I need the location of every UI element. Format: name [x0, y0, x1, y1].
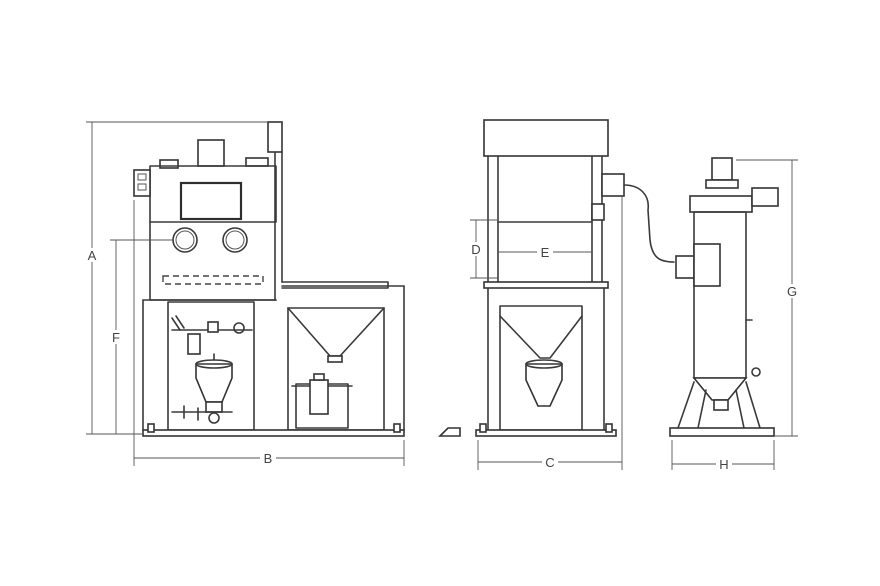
dust-collector-view	[669, 157, 779, 437]
dimension-label-f: F	[112, 330, 120, 345]
front-view	[133, 121, 461, 437]
dimension-label-h: H	[719, 457, 728, 472]
dimension-label-a: A	[88, 248, 97, 263]
dimension-label-c: C	[545, 455, 554, 470]
dimension-label-g: G	[787, 284, 797, 299]
side-view	[475, 119, 675, 437]
dimension-label-b: B	[264, 451, 273, 466]
dimension-lines	[86, 121, 798, 470]
dimension-label-e: E	[541, 245, 550, 260]
dimension-label-d: D	[471, 242, 480, 257]
